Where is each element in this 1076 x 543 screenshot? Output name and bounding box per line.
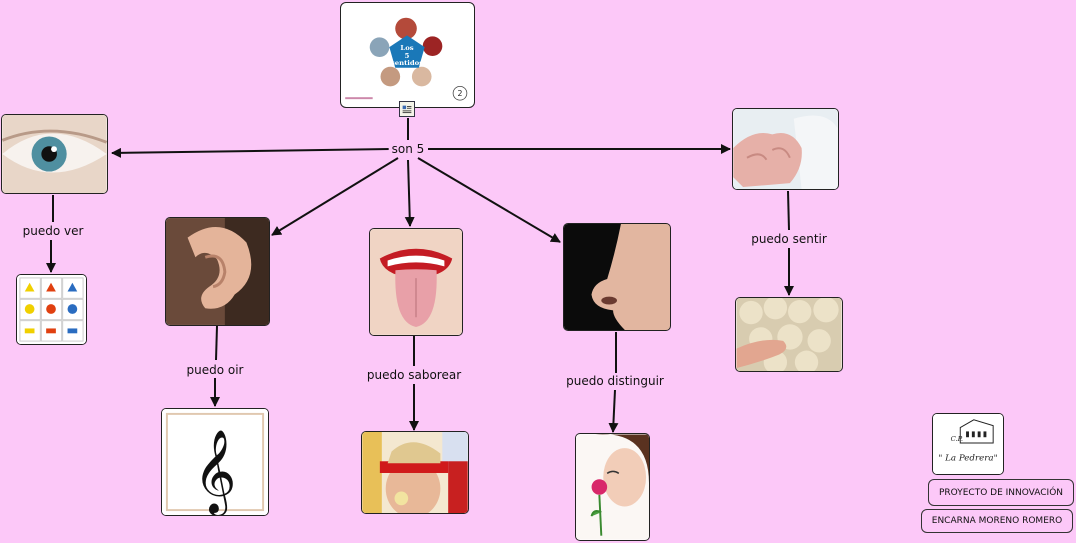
edge-center-ear <box>272 158 398 235</box>
hub-lips-thumb <box>423 36 443 56</box>
mouth-tongue-image[interactable] <box>369 228 463 336</box>
link-label-hear: puedo oir <box>184 362 247 378</box>
eye-image[interactable] <box>1 114 108 194</box>
hub-eye-thumb <box>370 37 390 57</box>
blindfold-child-image[interactable] <box>361 431 469 514</box>
link-label-touch: puedo sentir <box>748 231 830 247</box>
logo-initials: C.P. <box>951 435 963 443</box>
treble-clef-icon: 𝄞 <box>194 429 237 515</box>
edge-center-eye <box>112 149 390 153</box>
center-label: son 5 <box>389 141 428 157</box>
link-label-taste: puedo saborear <box>364 367 464 383</box>
author-label[interactable]: ENCARNA MORENO ROMERO <box>921 509 1073 533</box>
school-logo[interactable]: C.P. " La Pedrera" <box>932 413 1004 475</box>
nose-image[interactable] <box>563 223 671 331</box>
hub-hand-thumb <box>412 67 432 87</box>
logo-name: " La Pedrera" <box>938 453 997 463</box>
edge-center-mouth <box>408 160 410 226</box>
hand-image[interactable] <box>732 108 839 190</box>
hub-page-number: 2 <box>457 89 462 98</box>
hub-five-senses-image[interactable]: Los 5 sentidos 2 <box>340 2 475 108</box>
project-label[interactable]: PROYECTO DE INNOVACIÓN <box>928 479 1074 506</box>
edge-ear-hear <box>216 326 217 360</box>
hub-title-line1: Los <box>400 44 413 52</box>
shapes-grid-image[interactable] <box>16 274 87 345</box>
edge-smell-flower <box>613 390 615 432</box>
edge-hand-touch <box>788 191 789 230</box>
link-label-see: puedo ver <box>20 223 87 239</box>
hub-title-line3: sentidos <box>391 59 423 67</box>
document-icon[interactable] <box>399 101 415 117</box>
music-clef-image[interactable]: 𝄞 <box>161 408 269 516</box>
sheep-wool-image[interactable] <box>735 297 843 372</box>
hub-nose-thumb <box>381 67 401 87</box>
link-label-smell: puedo distinguir <box>563 373 667 389</box>
ear-image[interactable] <box>165 217 270 326</box>
flower-smell-image[interactable] <box>575 433 650 541</box>
